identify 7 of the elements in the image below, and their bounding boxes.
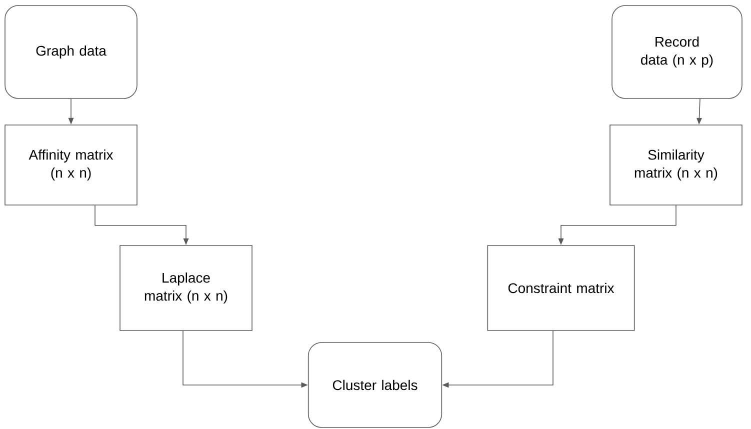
- process-box: Similarity matrix (n x n): [610, 124, 742, 206]
- process-box: Constraint matrix: [487, 245, 635, 331]
- terminal-box: Record data (n x p): [612, 5, 742, 99]
- process-box: Affinity matrix (n x n): [4, 124, 138, 206]
- process-box: Laplace matrix (n x n): [120, 245, 252, 331]
- terminal-box: Cluster labels: [308, 342, 442, 428]
- terminal-box: Graph data: [4, 5, 138, 99]
